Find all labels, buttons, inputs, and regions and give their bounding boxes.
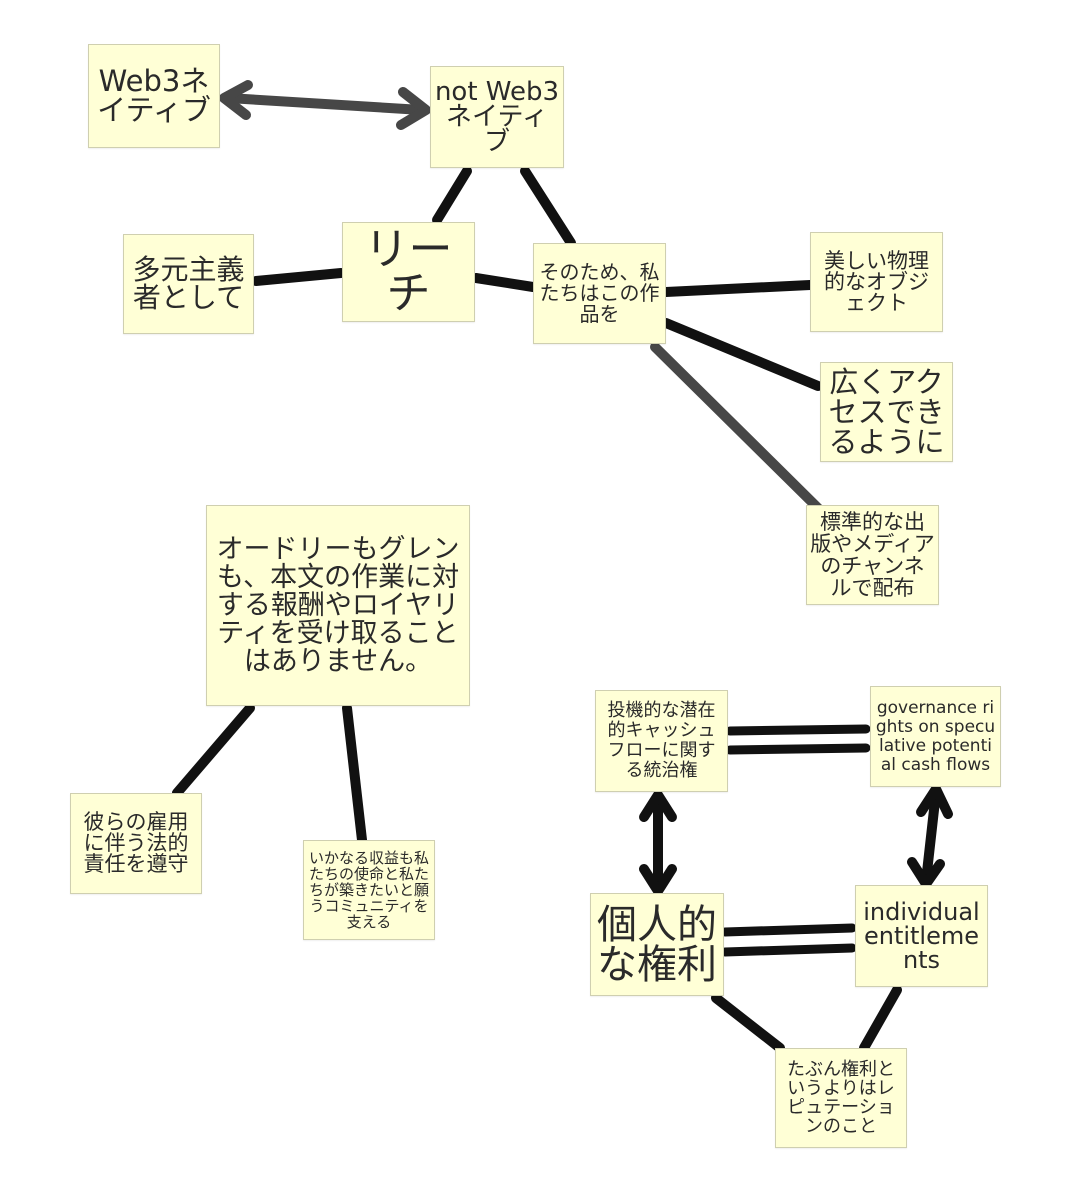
- note-text: not Web3ネイティブ: [434, 76, 560, 157]
- note-standard-channels[interactable]: 標準的な出版やメディアのチャンネルで配布: [806, 505, 939, 605]
- edge-governance-equal-1: [725, 724, 871, 736]
- edge-governance-individual-en: [921, 787, 941, 886]
- note-no-royalties[interactable]: オードリーもグレンも、本文の作業に対する報酬やロイヤリティを受け取ることはありま…: [206, 505, 470, 706]
- arrowhead-up-jp: [639, 790, 677, 822]
- edge-not-web3-therefore: [520, 166, 576, 248]
- note-text: いかなる収益も私たちの使命と私たちが築きたいと願うコミュニティを支える: [308, 849, 429, 931]
- edge-therefore-physical: [661, 280, 815, 297]
- note-governance-jp[interactable]: 投機的な潜在的キャッシュフローに関する統治権: [595, 690, 728, 792]
- note-text: リーチ: [364, 224, 453, 319]
- note-mission-community[interactable]: いかなる収益も私たちの使命と私たちが築きたいと願うコミュニティを支える: [303, 840, 435, 940]
- note-physical-object[interactable]: 美しい物理的なオブジェクト: [810, 232, 943, 332]
- note-text: そのため、私たちはこの作品を: [539, 260, 660, 326]
- note-text: 多元主義者として: [132, 253, 245, 314]
- note-text: たぶん権利というよりはレピュテーションのこと: [787, 1059, 895, 1137]
- note-reputation[interactable]: たぶん権利というよりはレピュテーションのこと: [775, 1048, 907, 1148]
- note-text: individual entitlements: [863, 898, 980, 974]
- edge-not-web3-reach: [432, 166, 472, 225]
- arrowhead-up-en: [916, 784, 953, 819]
- note-web3-native[interactable]: Web3ネイティブ: [88, 44, 220, 148]
- note-text: 美しい物理的なオブジェクト: [824, 248, 929, 315]
- arrowhead-down-en: [907, 857, 945, 889]
- note-text: governance rights on speculative potenti…: [875, 697, 996, 775]
- note-as-pluralists[interactable]: 多元主義者として: [123, 234, 254, 334]
- note-legal-duties[interactable]: 彼らの雇用に伴う法的責任を遵守: [70, 793, 202, 894]
- edge-therefore-accessible: [661, 318, 823, 391]
- edge-individual-reputation: [711, 993, 785, 1053]
- note-text: 標準的な出版やメディアのチャンネルで配布: [810, 510, 935, 600]
- edge-royalties-legal: [172, 703, 255, 798]
- arrowhead-down-jp: [639, 864, 677, 896]
- note-reach[interactable]: リーチ: [342, 222, 475, 322]
- note-governance-en[interactable]: governance rights on speculative potenti…: [870, 686, 1001, 787]
- edge-governance-equal-2: [725, 743, 871, 755]
- note-text: 個人的な権利: [597, 901, 717, 988]
- note-widely-accessible[interactable]: 広くアクセスできるように: [820, 362, 953, 462]
- edge-royalties-mission: [342, 703, 367, 845]
- note-individual-en[interactable]: individual entitlements: [855, 885, 988, 987]
- note-individual-jp[interactable]: 個人的な権利: [590, 893, 724, 996]
- edge-pluralists-reach: [251, 268, 346, 286]
- edge-reach-therefore: [471, 273, 538, 292]
- edge-individual-equal-2: [720, 943, 857, 957]
- edge-entitlements-reputation: [859, 985, 902, 1053]
- edge-web3-not-web3: [223, 93, 427, 115]
- note-text: 投機的な潜在的キャッシュフローに関する統治権: [607, 700, 716, 781]
- edge-therefore-standard: [650, 342, 825, 515]
- arrowhead-left: [219, 80, 253, 120]
- edge-individual-equal-1: [720, 923, 857, 937]
- note-not-web3-native[interactable]: not Web3ネイティブ: [430, 66, 564, 168]
- note-text: 広くアクセスできるように: [828, 365, 945, 459]
- note-therefore-work[interactable]: そのため、私たちはこの作品を: [533, 243, 666, 344]
- note-text: Web3ネイティブ: [97, 64, 211, 127]
- note-text: オードリーもグレンも、本文の作業に対する報酬やロイヤリティを受け取ることはありま…: [216, 533, 460, 677]
- arrowhead-right: [396, 87, 431, 130]
- note-text: 彼らの雇用に伴う法的責任を遵守: [83, 810, 189, 876]
